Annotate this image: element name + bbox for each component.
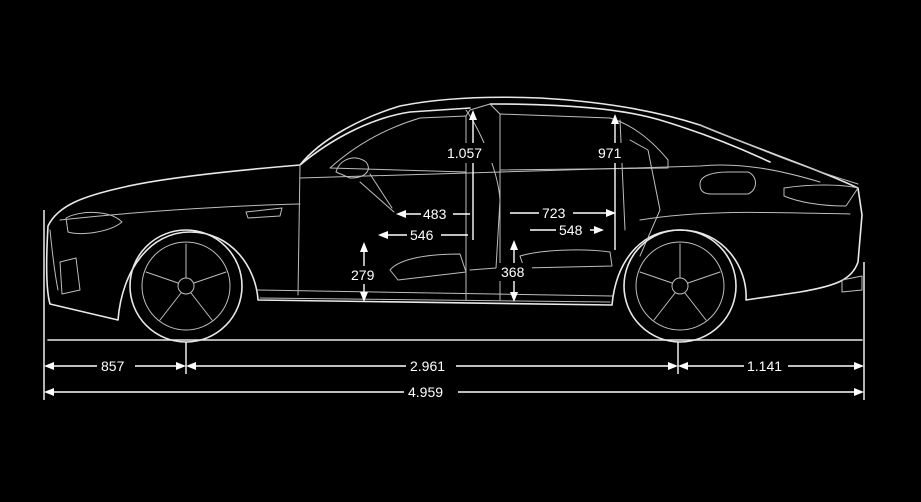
rear-seat-height-dimension: 368 [498,240,532,302]
overall-length-label: 4.959 [408,384,443,400]
rear-legroom-dimension: 723 [510,204,616,222]
front-seat-depth-dimension: 546 [378,226,468,244]
front-legroom-dimension: 483 [396,205,470,223]
rear-seat-depth-dimension: 548 [530,221,604,239]
rear-overhang-label: 1.141 [747,358,782,374]
rear-legroom-label: 723 [542,205,566,221]
front-seat-height-dimension: 279 [348,242,382,302]
rear-wheel [623,229,737,343]
front-seat-height-label: 279 [351,267,375,283]
car-silhouette [45,96,863,341]
front-overhang-dimension: 857 [44,357,186,375]
overall-length-dimension: 4.959 [44,383,864,401]
front-wheel [129,229,243,343]
rear-seat-height-label: 368 [501,264,525,280]
rear-headroom-label: 971 [598,145,622,161]
front-legroom-label: 483 [423,206,447,222]
front-overhang-label: 857 [101,358,125,374]
wheelbase-dimension: 2.961 [186,357,678,375]
rear-headroom-dimension: 971 [596,114,628,250]
front-headroom-dimension: 1.057 [444,110,496,240]
wheelbase-label: 2.961 [410,358,445,374]
front-headroom-label: 1.057 [447,145,482,161]
extension-lines [43,210,865,400]
rear-overhang-dimension: 1.141 [678,357,864,375]
front-seat-depth-label: 546 [410,227,434,243]
rear-seat-depth-label: 548 [559,222,583,238]
